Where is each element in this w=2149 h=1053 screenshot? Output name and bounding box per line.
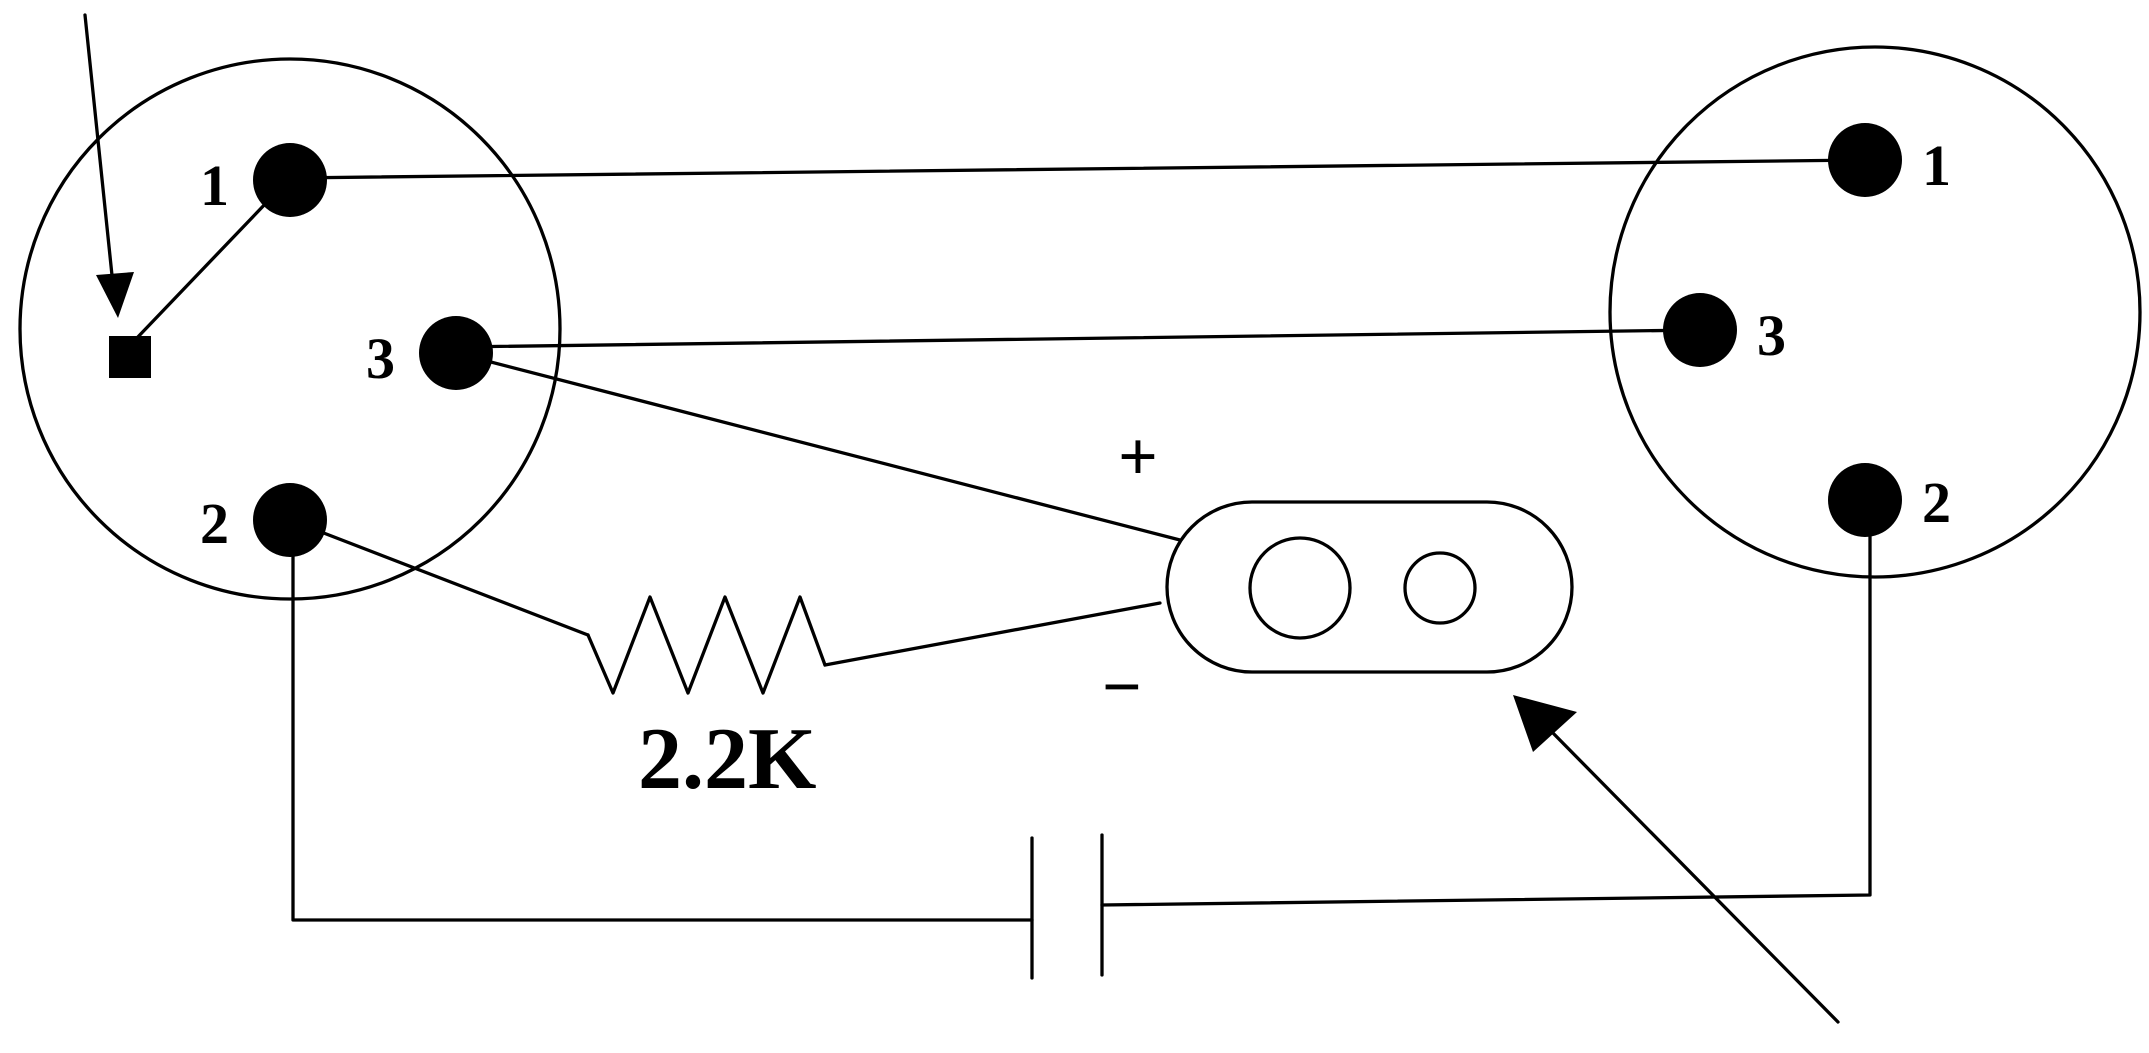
pin3-wire [454, 328, 1702, 349]
right-pin2-dot [1828, 463, 1902, 537]
capsule-plus-label: + [1118, 419, 1158, 496]
right-pin3-label: 3 [1757, 303, 1786, 368]
capsule-minus-label: − [1102, 649, 1142, 726]
capsule-large-contact [1248, 536, 1352, 640]
pointer-arrow-bottom-right [1513, 695, 1840, 1024]
pin1-wire [288, 158, 1867, 180]
resistor-zigzag [586, 595, 827, 695]
left-pin3-label: 3 [366, 326, 395, 391]
pin2-to-capacitor-wire [291, 553, 1034, 922]
left-pin1-dot [253, 143, 327, 217]
resistor-value-label: 2.2K [638, 711, 816, 808]
left-pin1-label: 1 [200, 153, 229, 218]
pin2-to-resistor-wire [288, 518, 590, 637]
left-square-terminal [109, 336, 151, 378]
capacitor-to-right-pin2-wire [1100, 531, 1872, 907]
capsule-small-contact [1403, 551, 1477, 625]
right-pin1-label: 1 [1922, 133, 1951, 198]
resistor-to-capsule-negative-wire [823, 601, 1162, 667]
left-connector: 1 3 2 [18, 57, 562, 601]
right-connector-body [1608, 45, 2142, 579]
right-connector: 1 3 2 [1608, 45, 2142, 579]
right-pin2-label: 2 [1922, 470, 1951, 535]
left-pin2-label: 2 [200, 491, 229, 556]
microphone-capsule [1165, 500, 1574, 674]
capsule-body [1165, 500, 1574, 674]
pointer-arrow-top-left [83, 13, 134, 318]
pin3-to-capsule-positive-wire [454, 351, 1182, 542]
left-connector-body [18, 57, 562, 601]
